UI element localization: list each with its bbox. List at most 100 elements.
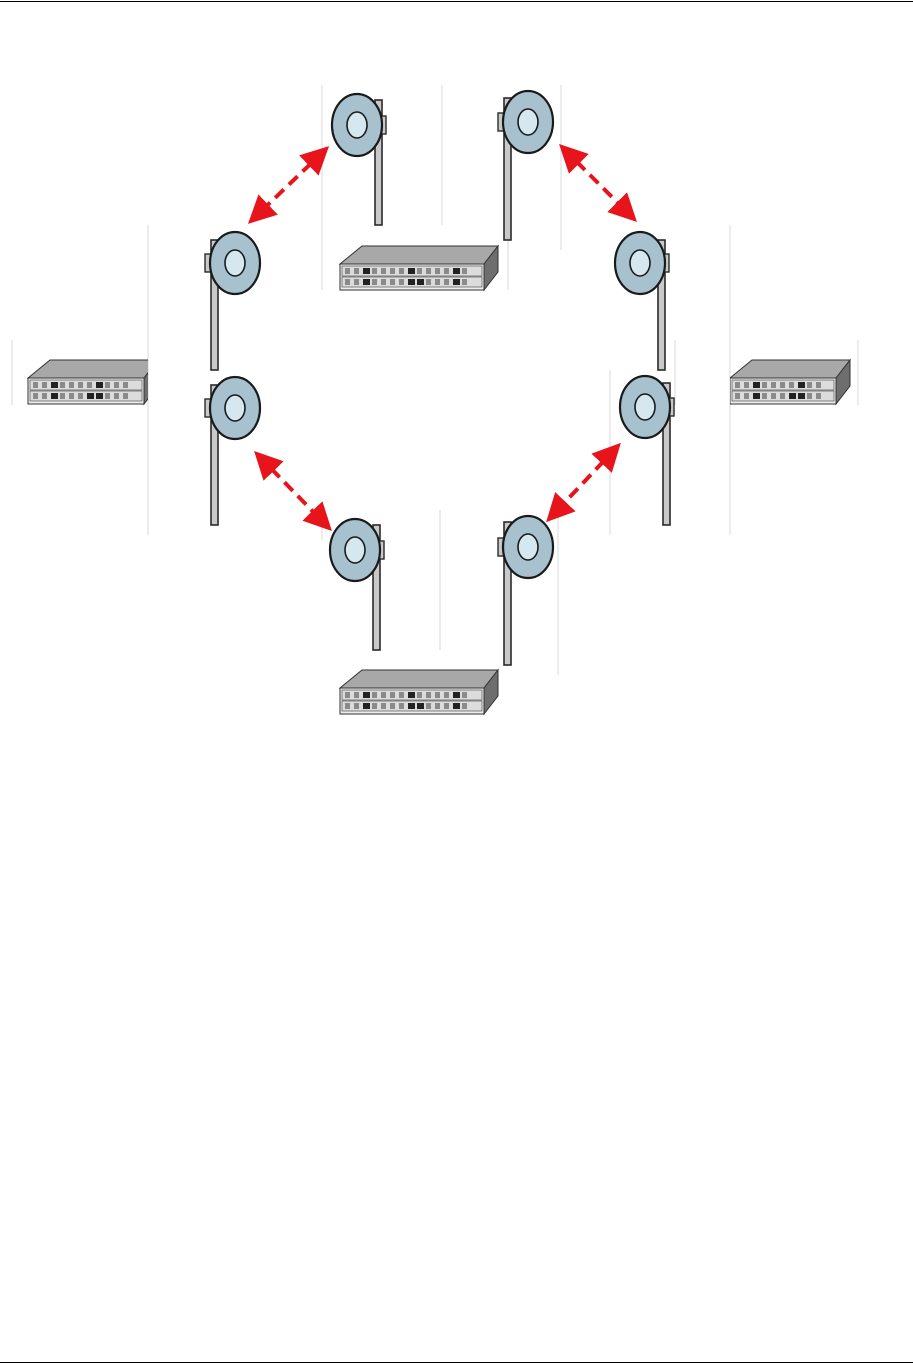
server-port (417, 279, 424, 285)
server-port (363, 692, 370, 698)
server-port (435, 692, 440, 698)
server-top-face (28, 360, 158, 378)
server-port (462, 692, 467, 698)
server-port (462, 279, 467, 285)
dish-inner (225, 395, 245, 421)
server-port (408, 268, 415, 274)
server-port (798, 382, 805, 388)
server-port (381, 268, 386, 274)
server-port (87, 393, 94, 399)
server-port (399, 279, 404, 285)
server-port (354, 692, 359, 698)
server-port (390, 703, 395, 709)
server-port (453, 279, 460, 285)
server-port (78, 382, 83, 388)
server-port (363, 703, 370, 709)
server-port (444, 703, 449, 709)
server-port (417, 692, 422, 698)
rack-server-icon-bottom (340, 670, 498, 714)
server-port (51, 382, 58, 388)
server-port (381, 692, 386, 698)
server-top-face (730, 360, 850, 378)
server-port (60, 393, 65, 399)
server-port (744, 393, 749, 399)
server-port (744, 382, 749, 388)
server-port (69, 393, 74, 399)
server-port (417, 268, 422, 274)
server-port (345, 268, 350, 274)
server-port (453, 268, 460, 274)
server-port (807, 393, 812, 399)
server-port (453, 692, 460, 698)
server-port (123, 382, 128, 388)
server-port (372, 703, 377, 709)
server-port (96, 382, 103, 388)
server-port (399, 703, 404, 709)
server-port (753, 382, 760, 388)
dish-inner (345, 537, 365, 563)
server-port (816, 382, 821, 388)
server-port (408, 692, 415, 698)
server-port (96, 393, 103, 399)
server-port (426, 279, 431, 285)
server-port (345, 279, 350, 285)
dish-antenna-icon-top-2 (498, 91, 553, 240)
server-port (816, 393, 821, 399)
server-port (762, 393, 767, 399)
server-port (78, 393, 83, 399)
dish-inner (347, 112, 367, 138)
server-port (399, 268, 404, 274)
dish-antenna-icon-bottom-2 (498, 516, 553, 665)
server-port (372, 279, 377, 285)
link-arrow-right-bottom (550, 447, 617, 518)
server-port (390, 279, 395, 285)
server-port (435, 703, 440, 709)
server-top-face (340, 246, 498, 264)
link-arrow-top-left (252, 150, 325, 220)
server-port (798, 393, 805, 399)
server-port (363, 279, 370, 285)
server-port (390, 692, 395, 698)
server-port (51, 393, 58, 399)
server-port (60, 382, 65, 388)
server-port (426, 268, 431, 274)
dish-antenna-icon-right-1 (615, 232, 669, 370)
dish-antenna-icon-top-1 (332, 94, 386, 225)
server-port (426, 703, 431, 709)
server-port (105, 393, 110, 399)
dish-inner (635, 394, 655, 420)
server-port (444, 692, 449, 698)
dish-inner (630, 250, 650, 276)
server-port (426, 692, 431, 698)
server-port (435, 279, 440, 285)
rack-server-icon-top (340, 246, 498, 290)
server-port (69, 382, 74, 388)
server-port (444, 268, 449, 274)
server-port (462, 268, 467, 274)
rack-server-icon-left (28, 360, 158, 404)
dish-antenna-icon-bottom-1 (330, 519, 384, 650)
server-port (390, 268, 395, 274)
server-port (417, 703, 424, 709)
server-port (114, 382, 119, 388)
server-port (399, 692, 404, 698)
server-port (33, 382, 38, 388)
server-port (408, 703, 415, 709)
server-port (789, 382, 794, 388)
server-port (354, 268, 359, 274)
server-port (354, 279, 359, 285)
dish-antenna-icon-left-1 (205, 232, 260, 370)
server-port (807, 382, 812, 388)
server-port (771, 382, 776, 388)
dish-inner (225, 250, 245, 276)
server-port (435, 268, 440, 274)
server-port (408, 279, 415, 285)
dish-antenna-icon-left-2 (205, 377, 260, 525)
server-port (372, 268, 377, 274)
dish-antenna-icon-right-2 (620, 376, 674, 525)
server-port (789, 393, 796, 399)
link-arrow-left-bottom (258, 455, 328, 527)
server-port (444, 279, 449, 285)
server-port (453, 703, 460, 709)
